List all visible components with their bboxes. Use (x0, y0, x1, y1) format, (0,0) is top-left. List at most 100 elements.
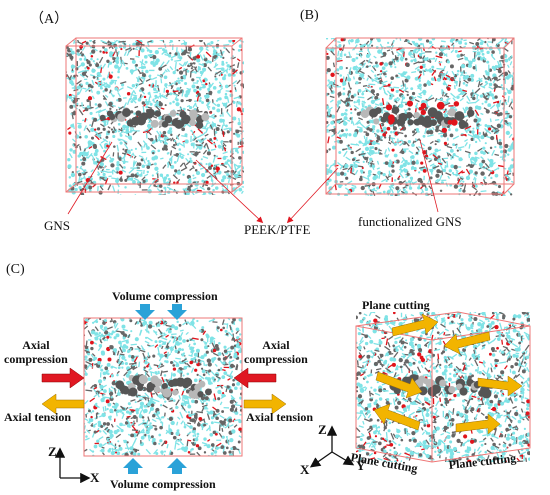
bond (376, 160, 380, 165)
atom (488, 68, 493, 72)
bond (90, 169, 94, 173)
bond (86, 127, 91, 133)
bond (411, 181, 418, 185)
bond (159, 130, 163, 136)
bond (484, 149, 489, 155)
atom (199, 46, 204, 51)
bond (155, 135, 158, 142)
bond (144, 173, 149, 177)
atom (236, 151, 240, 154)
bond (72, 123, 75, 130)
atom (133, 60, 136, 63)
atom (107, 130, 111, 134)
bond (425, 98, 429, 102)
bond (196, 134, 204, 139)
atom (190, 67, 193, 70)
atom (351, 158, 355, 162)
atom (394, 160, 397, 163)
atom (418, 106, 423, 111)
atom (501, 102, 504, 106)
atom (464, 56, 469, 61)
atom (208, 164, 211, 167)
bond (385, 175, 390, 181)
atom (149, 49, 153, 54)
bond (178, 142, 184, 147)
atom (102, 46, 105, 49)
atom (152, 140, 156, 144)
atom (189, 159, 193, 164)
atom (347, 90, 351, 94)
atom (362, 171, 365, 174)
atom (103, 123, 107, 127)
atom (217, 144, 221, 148)
bond (148, 75, 153, 81)
bond (446, 160, 449, 168)
bond (91, 120, 95, 128)
atom (444, 108, 447, 111)
bond (328, 81, 335, 87)
atom (360, 73, 365, 78)
atom (226, 170, 230, 173)
atom (383, 136, 387, 139)
graphene-atom (373, 118, 380, 125)
bond (242, 166, 244, 169)
atom (388, 61, 393, 66)
bond (182, 141, 185, 148)
atom (220, 73, 223, 76)
bond (133, 90, 137, 95)
bond (343, 120, 347, 124)
bond (337, 129, 342, 135)
molecule-texture (66, 40, 244, 195)
bond (234, 87, 237, 91)
bond (326, 81, 332, 87)
atom (67, 164, 72, 169)
bond (99, 85, 104, 90)
bond (400, 167, 406, 173)
atom (456, 95, 460, 99)
atom (96, 90, 101, 95)
bond (83, 54, 88, 61)
atom (77, 124, 82, 129)
bond (351, 184, 357, 188)
atom (234, 89, 238, 92)
atom (359, 177, 363, 182)
atom (345, 66, 348, 70)
bond (438, 61, 443, 64)
atom (135, 430, 138, 434)
bond (232, 56, 236, 60)
bond (84, 171, 88, 174)
graphene-atom (201, 113, 210, 122)
atom (197, 139, 200, 142)
bond (216, 40, 220, 42)
bond (350, 143, 358, 146)
atom (201, 172, 206, 178)
bond (157, 84, 160, 92)
atom (124, 178, 128, 182)
atom (208, 166, 212, 170)
bond (198, 77, 203, 84)
atom (108, 74, 113, 79)
bond (67, 126, 71, 131)
bond (445, 143, 450, 147)
atom (361, 150, 365, 154)
atom (203, 451, 207, 454)
bond (223, 147, 227, 152)
bond (444, 102, 451, 107)
atom (193, 62, 196, 65)
bond (508, 133, 513, 139)
atom (115, 56, 120, 60)
bond (107, 184, 112, 191)
atom (469, 164, 474, 169)
atom (66, 46, 69, 49)
bond (176, 155, 180, 163)
atom (70, 64, 75, 69)
simulation-box-c-left (84, 318, 242, 456)
atom (410, 87, 414, 91)
bond (457, 57, 464, 61)
bond (123, 102, 127, 109)
bond (169, 150, 173, 156)
atom (475, 42, 480, 46)
bond (364, 124, 371, 129)
bond (402, 75, 409, 79)
atom (80, 53, 85, 57)
